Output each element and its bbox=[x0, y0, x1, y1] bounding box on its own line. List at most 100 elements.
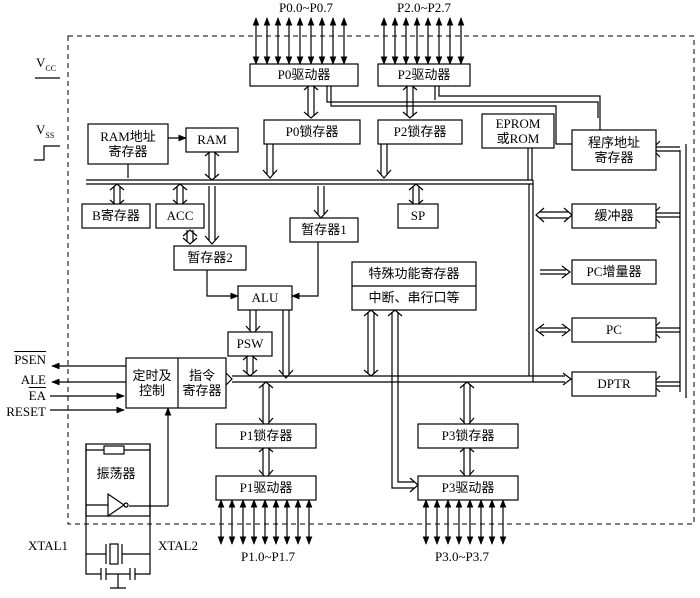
p2-latch-box bbox=[377, 119, 463, 145]
p2-driver-box bbox=[377, 63, 471, 87]
xtal2-label: XTAL2 bbox=[157, 538, 199, 553]
vcc-label: VCC bbox=[36, 55, 57, 73]
bus-tmp2-arrow bbox=[204, 235, 220, 245]
tmp2-label: 暂存器2 bbox=[187, 250, 233, 265]
p2-driver-label: P2驱动器 bbox=[397, 67, 451, 82]
bus-p1latch-arrows bbox=[258, 381, 274, 427]
ctrl-bus-arrow bbox=[225, 372, 233, 386]
ram-addr-reg-label: RAM地址 寄存器 bbox=[100, 129, 156, 159]
buffer-box bbox=[571, 203, 657, 229]
p2-latch-arrow bbox=[376, 169, 392, 179]
p1-latch-to-driver bbox=[262, 448, 270, 474]
acc-bus-arrows bbox=[172, 183, 188, 207]
p3-driver-box bbox=[417, 475, 519, 501]
pc-inc-label: PC增量器 bbox=[586, 264, 642, 279]
acc-to-bus bbox=[176, 186, 184, 204]
p0-pin-arrows bbox=[252, 17, 348, 65]
bus-to-p3-latch bbox=[463, 384, 471, 422]
sfr-bus-arrows bbox=[363, 309, 379, 377]
addr-bus-to-dptr bbox=[656, 381, 680, 387]
pc-label: PC bbox=[606, 322, 622, 337]
sp-label: SP bbox=[410, 208, 426, 223]
eprom-to-bus bbox=[527, 148, 533, 180]
p1-latch-box bbox=[215, 423, 317, 449]
tmp2-box bbox=[173, 245, 247, 271]
timing-label: 定时及 控制 bbox=[132, 368, 172, 398]
psw-to-bus bbox=[246, 356, 254, 374]
acc-label: ACC bbox=[166, 208, 194, 223]
p1-driver-box bbox=[215, 475, 317, 501]
alu-label: ALU bbox=[251, 290, 279, 305]
bus-tmp1-arrow bbox=[313, 209, 329, 219]
alu-to-bus bbox=[282, 310, 290, 374]
p3-pins-label: P3.0~P3.7 bbox=[435, 549, 489, 564]
pc-box bbox=[571, 317, 657, 343]
p2-drv-latch-link bbox=[406, 86, 414, 116]
bus-p3latch-arrows bbox=[459, 381, 475, 427]
bus-to-pc bbox=[540, 327, 566, 333]
sfr-to-bus bbox=[367, 312, 375, 374]
sfr-label: 特殊功能寄存器 bbox=[368, 266, 460, 281]
breg-bus-arrows bbox=[109, 183, 125, 207]
p2-drv-latch-arrows bbox=[402, 83, 418, 119]
upper-internal-bus bbox=[86, 179, 533, 185]
acc-box bbox=[155, 203, 205, 229]
pcinc-bus-arrow bbox=[561, 265, 571, 279]
address-bus bbox=[679, 144, 687, 398]
psw-box bbox=[227, 331, 273, 357]
psw-label: PSW bbox=[236, 336, 264, 351]
sfr-sub-label: 中断、串行口等 bbox=[368, 290, 460, 305]
bus-to-pcinc bbox=[540, 269, 566, 275]
breg-to-bus bbox=[113, 186, 121, 204]
ale-label: ALE bbox=[20, 372, 46, 387]
p1-driver-label: P1驱动器 bbox=[239, 480, 293, 495]
acc-tmp2-arrows bbox=[182, 229, 198, 245]
p0-driver-box bbox=[249, 63, 359, 87]
alu-box bbox=[237, 285, 293, 311]
vss-label: VSS bbox=[36, 122, 55, 140]
buffer-to-bus bbox=[540, 211, 568, 219]
chip-boundary bbox=[67, 35, 695, 525]
p0-drv-latch-link bbox=[307, 86, 315, 116]
ram-box bbox=[185, 127, 239, 153]
ram-to-bus bbox=[208, 152, 216, 178]
alu-to-psw bbox=[249, 310, 257, 330]
tmp1-to-alu bbox=[291, 240, 319, 300]
right-internal-bus bbox=[528, 180, 534, 382]
b-reg-label: B寄存器 bbox=[92, 208, 140, 223]
dptr-bus-arrowhead bbox=[562, 372, 572, 386]
addr-bus-to-prog-addr bbox=[655, 146, 680, 152]
sp-bus-arrows bbox=[408, 183, 424, 207]
eprom-label: EPROM 或ROM bbox=[495, 116, 541, 146]
bus-to-tmp1 bbox=[317, 186, 325, 214]
oscillator-circuit bbox=[85, 443, 151, 589]
p0-latch-to-bus bbox=[266, 144, 274, 174]
p0-pins-label: P0.0~P0.7 bbox=[279, 0, 333, 15]
b-reg-box bbox=[81, 203, 151, 229]
addr-bus-to-buffer bbox=[656, 212, 680, 218]
buffer-arrowheads bbox=[535, 207, 573, 223]
p0-drv-latch-arrows bbox=[303, 83, 319, 119]
tmp1-label: 暂存器1 bbox=[301, 222, 347, 237]
ram-bus-arrows bbox=[204, 149, 220, 181]
alu-bus-arrow bbox=[278, 369, 294, 379]
instr-reg-label: 指令 寄存器 bbox=[182, 368, 222, 398]
addr-bus-to-pc bbox=[656, 327, 680, 333]
p3-pin-arrows bbox=[422, 499, 507, 545]
p2-latch-label: P2锁存器 bbox=[393, 124, 447, 139]
buffer-label: 缓冲器 bbox=[594, 208, 634, 223]
ea-label: EA bbox=[28, 388, 46, 403]
p3-driver-label: P3驱动器 bbox=[441, 480, 495, 495]
p0-latch-label: P0锁存器 bbox=[285, 124, 339, 139]
sp-to-bus bbox=[412, 186, 420, 204]
psw-bus-arrows bbox=[242, 353, 258, 377]
bus-to-p1-latch bbox=[262, 384, 270, 422]
dptr-label: DPTR bbox=[597, 376, 631, 391]
p2-pin-arrows bbox=[380, 17, 465, 65]
reset-label: RESET bbox=[6, 404, 46, 419]
prog-addr-reg-box bbox=[571, 129, 657, 171]
ram-addr-reg-box bbox=[87, 123, 169, 165]
eprom-box bbox=[481, 113, 555, 149]
p0-latch-arrow bbox=[262, 169, 278, 179]
